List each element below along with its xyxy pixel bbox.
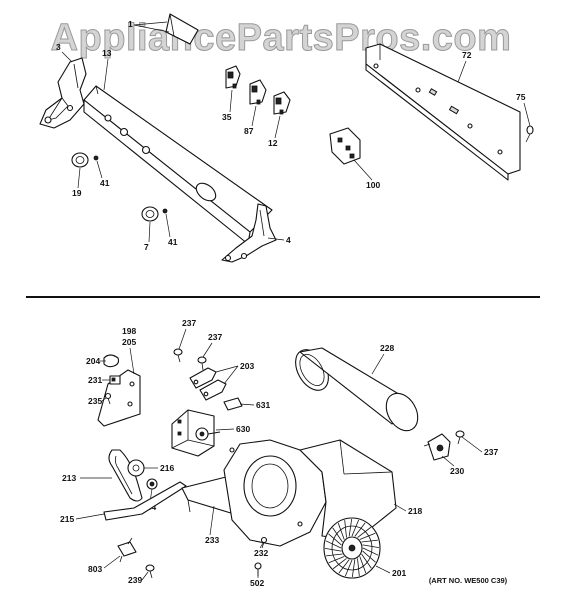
part-7-knob — [141, 206, 159, 222]
part-230-thermostat — [423, 433, 451, 461]
part-203-brackets — [189, 367, 227, 401]
callout-231: 231 — [88, 375, 102, 385]
callout-803: 803 — [88, 564, 102, 574]
blower-blade — [348, 518, 353, 537]
blower-blade — [357, 558, 360, 576]
callout-75: 75 — [516, 92, 526, 102]
blower-blade — [337, 522, 345, 540]
callout-213: 213 — [62, 473, 76, 483]
callout-237-middle: 237 — [208, 332, 222, 342]
callout-237-right: 237 — [484, 447, 498, 457]
callout-1: 1 — [128, 19, 133, 29]
part-87-switch — [249, 79, 267, 105]
part-213-belt — [108, 449, 143, 502]
callout-3: 3 — [56, 42, 61, 52]
part-201-blower-wheel — [323, 517, 381, 579]
blower-blade — [325, 553, 343, 557]
part-216-idler-pulley — [127, 459, 145, 477]
blower-blade — [359, 532, 376, 540]
blower-blade — [351, 519, 360, 537]
blower-blade — [328, 533, 342, 546]
callout-502: 502 — [250, 578, 264, 588]
part-237-screw-middle — [197, 356, 207, 371]
blower-blade — [359, 556, 367, 574]
part-215-idler-arm — [103, 481, 187, 521]
blower-blade — [344, 520, 347, 538]
callout-235: 235 — [88, 396, 102, 406]
blower-blade — [351, 559, 356, 578]
callout-41-lower: 41 — [168, 237, 178, 247]
part-631-block — [223, 397, 243, 411]
part-231-switch — [109, 375, 121, 385]
part-100-terminal-block — [329, 127, 361, 165]
part-204-clamp — [103, 354, 120, 368]
part-237-screw-left — [173, 348, 183, 363]
callout-72: 72 — [462, 50, 472, 60]
part-234-pulley — [146, 478, 158, 490]
callout-12: 12 — [268, 138, 278, 148]
callout-216: 216 — [160, 463, 174, 473]
blower-blade — [362, 544, 380, 549]
blower-blade — [338, 559, 350, 574]
callout-215: 215 — [60, 514, 74, 524]
part-1-label-sheet — [165, 13, 199, 45]
callout-205: 205 — [122, 337, 136, 347]
blower-blade — [357, 526, 372, 538]
blower-blade — [325, 540, 342, 549]
part-19-knob — [71, 152, 89, 168]
callout-87: 87 — [244, 126, 254, 136]
blower-blade — [354, 522, 366, 537]
callout-630: 630 — [236, 424, 250, 434]
part-803-connector — [117, 537, 137, 563]
part-239-screw — [145, 564, 155, 579]
callout-201: 201 — [392, 568, 406, 578]
callout-100: 100 — [366, 180, 380, 190]
callout-218: 218 — [408, 506, 422, 516]
blower-blade — [328, 556, 345, 564]
watermark-text: AppliancePartsPros.com — [51, 17, 512, 59]
part-218-blower-housing — [223, 439, 397, 547]
blower-blade — [362, 547, 379, 556]
callout-198: 198 — [122, 326, 136, 336]
part-41-clip-upper — [93, 155, 99, 161]
callout-4: 4 — [286, 235, 291, 245]
callout-631: 631 — [256, 400, 270, 410]
callout-233: 233 — [205, 535, 219, 545]
callout-203: 203 — [240, 361, 254, 371]
part-72-back-plate — [365, 43, 521, 181]
callout-204: 204 — [86, 356, 100, 366]
part-235-screw — [104, 392, 112, 405]
callout-228: 228 — [380, 343, 394, 353]
part-198-205-bracket — [97, 369, 141, 427]
callout-230: 230 — [450, 466, 464, 476]
art-number: (ART NO. WE500 C39) — [429, 576, 508, 585]
blower-blade — [332, 527, 343, 543]
callout-35: 35 — [222, 112, 232, 122]
blower-blade — [332, 558, 347, 570]
part-232-screw — [260, 536, 268, 549]
callout-13: 13 — [102, 48, 112, 58]
callout-7: 7 — [144, 242, 149, 252]
part-12-switch — [273, 91, 291, 115]
part-630-motor — [171, 409, 221, 457]
blower-blade — [324, 547, 342, 552]
part-4-right-endcap — [221, 203, 277, 263]
callout-237-left: 237 — [182, 318, 196, 328]
part-75-screw — [525, 125, 534, 143]
part-13-control-panel — [83, 85, 273, 245]
part-237-screw-right — [455, 430, 465, 445]
part-228-duct — [295, 347, 419, 432]
part-35-switch — [225, 65, 241, 89]
blower-blade — [362, 550, 376, 563]
callout-232: 232 — [254, 548, 268, 558]
callout-41-upper: 41 — [100, 178, 110, 188]
blower-blade — [361, 553, 372, 569]
part-41-clip-lower — [162, 208, 168, 214]
blower-blade — [344, 559, 353, 577]
part-3-left-endcap — [39, 57, 87, 129]
blower-blade — [361, 539, 379, 543]
callout-19: 19 — [72, 188, 82, 198]
callout-239: 239 — [128, 575, 142, 585]
